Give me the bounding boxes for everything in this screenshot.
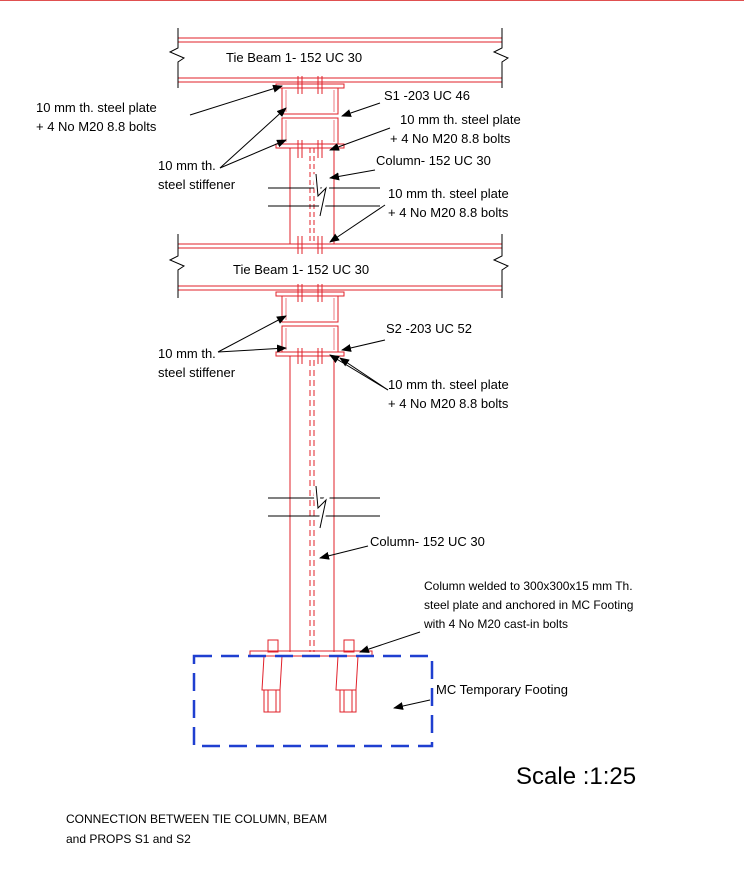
column-lower [268, 356, 380, 652]
column-top-label: Column- 152 UC 30 [376, 153, 491, 168]
footing-note-line3: with 4 No M20 cast-in bolts [423, 617, 568, 631]
caption-line1: CONNECTION BETWEEN TIE COLUMN, BEAM [66, 812, 327, 826]
column-upper [268, 148, 380, 244]
prop-s2 [275, 284, 345, 364]
plate-left-line1: 10 mm th. steel plate [36, 100, 157, 115]
stiffener1-line2: steel stiffener [158, 177, 236, 192]
tie-beam-middle-label: Tie Beam 1- 152 UC 30 [233, 262, 369, 277]
page-top-border [0, 0, 744, 1]
plate-right3-line1: 10 mm th. steel plate [388, 377, 509, 392]
prop-s1 [275, 76, 345, 158]
leader-lines [189, 84, 431, 710]
tie-beam-top-label: Tie Beam 1- 152 UC 30 [226, 50, 362, 65]
plate-right3-line2: + 4 No M20 8.8 bolts [388, 396, 509, 411]
plate-right1-line2: + 4 No M20 8.8 bolts [390, 131, 511, 146]
tie-beam-top [168, 28, 510, 88]
stiffener2-line1: 10 mm th. [158, 346, 216, 361]
s2-label: S2 -203 UC 52 [386, 321, 472, 336]
plate-right2-line2: + 4 No M20 8.8 bolts [388, 205, 509, 220]
plate-right2-line1: 10 mm th. steel plate [388, 186, 509, 201]
column-bottom-label: Column- 152 UC 30 [370, 534, 485, 549]
footing-note-line1: Column welded to 300x300x15 mm Th. [424, 579, 633, 593]
stiffener1-line1: 10 mm th. [158, 158, 216, 173]
plate-left-line2: + 4 No M20 8.8 bolts [36, 119, 157, 134]
footing-label: MC Temporary Footing [436, 682, 568, 697]
footing-note-line2: steel plate and anchored in MC Footing [424, 598, 633, 612]
tie-beam-middle [168, 234, 510, 298]
stiffener2-line2: steel stiffener [158, 365, 236, 380]
base-plate [249, 639, 373, 713]
scale-label: Scale :1:25 [516, 763, 636, 790]
mc-footing [192, 654, 434, 748]
plate-right1-line1: 10 mm th. steel plate [400, 112, 521, 127]
s1-label: S1 -203 UC 46 [384, 88, 470, 103]
caption-line2: and PROPS S1 and S2 [66, 832, 191, 846]
